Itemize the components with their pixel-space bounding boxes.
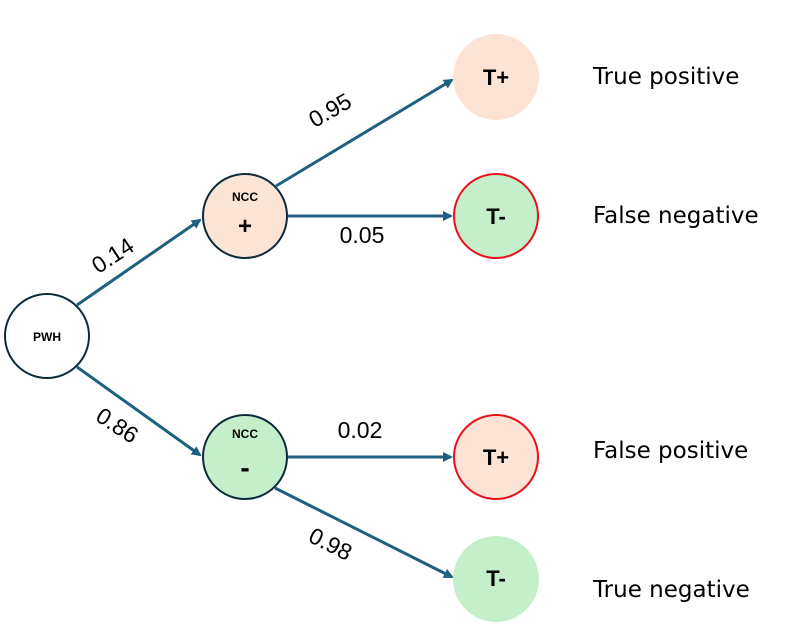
node-ncc-negative-title: NCC — [232, 427, 258, 441]
prob-label-0-98: 0.98 — [305, 522, 357, 565]
outcome-label-false-positive: False positive — [593, 438, 748, 464]
prob-label-0-05: 0.05 — [340, 222, 385, 248]
prob-label-0-02: 0.02 — [338, 417, 383, 443]
leaf-label: T- — [486, 566, 506, 591]
edge-ncc-positive-to-t-positive — [275, 78, 454, 188]
leaf-node-false-negative: T- — [453, 173, 539, 259]
edge-root-to-ncc-positive — [76, 218, 202, 307]
leaf-node-true-positive: T+ — [453, 34, 539, 120]
node-ncc-positive: NCC + — [202, 173, 288, 259]
leaf-label: T- — [486, 204, 506, 229]
edge-root-to-ncc-negative — [76, 365, 202, 457]
leaf-label: T+ — [483, 65, 509, 90]
outcome-label-true-negative: True negative — [592, 577, 750, 603]
minus-icon: - — [240, 452, 249, 483]
plus-icon: + — [238, 213, 252, 240]
node-pwh-label: PWH — [33, 330, 61, 344]
prob-label-0-14: 0.14 — [87, 232, 139, 278]
leaf-node-false-positive: T+ — [453, 414, 539, 500]
leaf-node-true-negative: T- — [453, 536, 539, 622]
prob-label-0-95: 0.95 — [304, 88, 356, 133]
node-pwh: PWH — [4, 293, 90, 379]
leaf-label: T+ — [483, 445, 509, 470]
edge-ncc-negative-to-t-negative — [274, 486, 454, 579]
outcome-label-true-positive: True positive — [592, 64, 739, 90]
outcome-label-false-negative: False negative — [593, 203, 759, 229]
node-ncc-negative: NCC - — [202, 414, 288, 500]
node-ncc-positive-title: NCC — [232, 190, 258, 204]
